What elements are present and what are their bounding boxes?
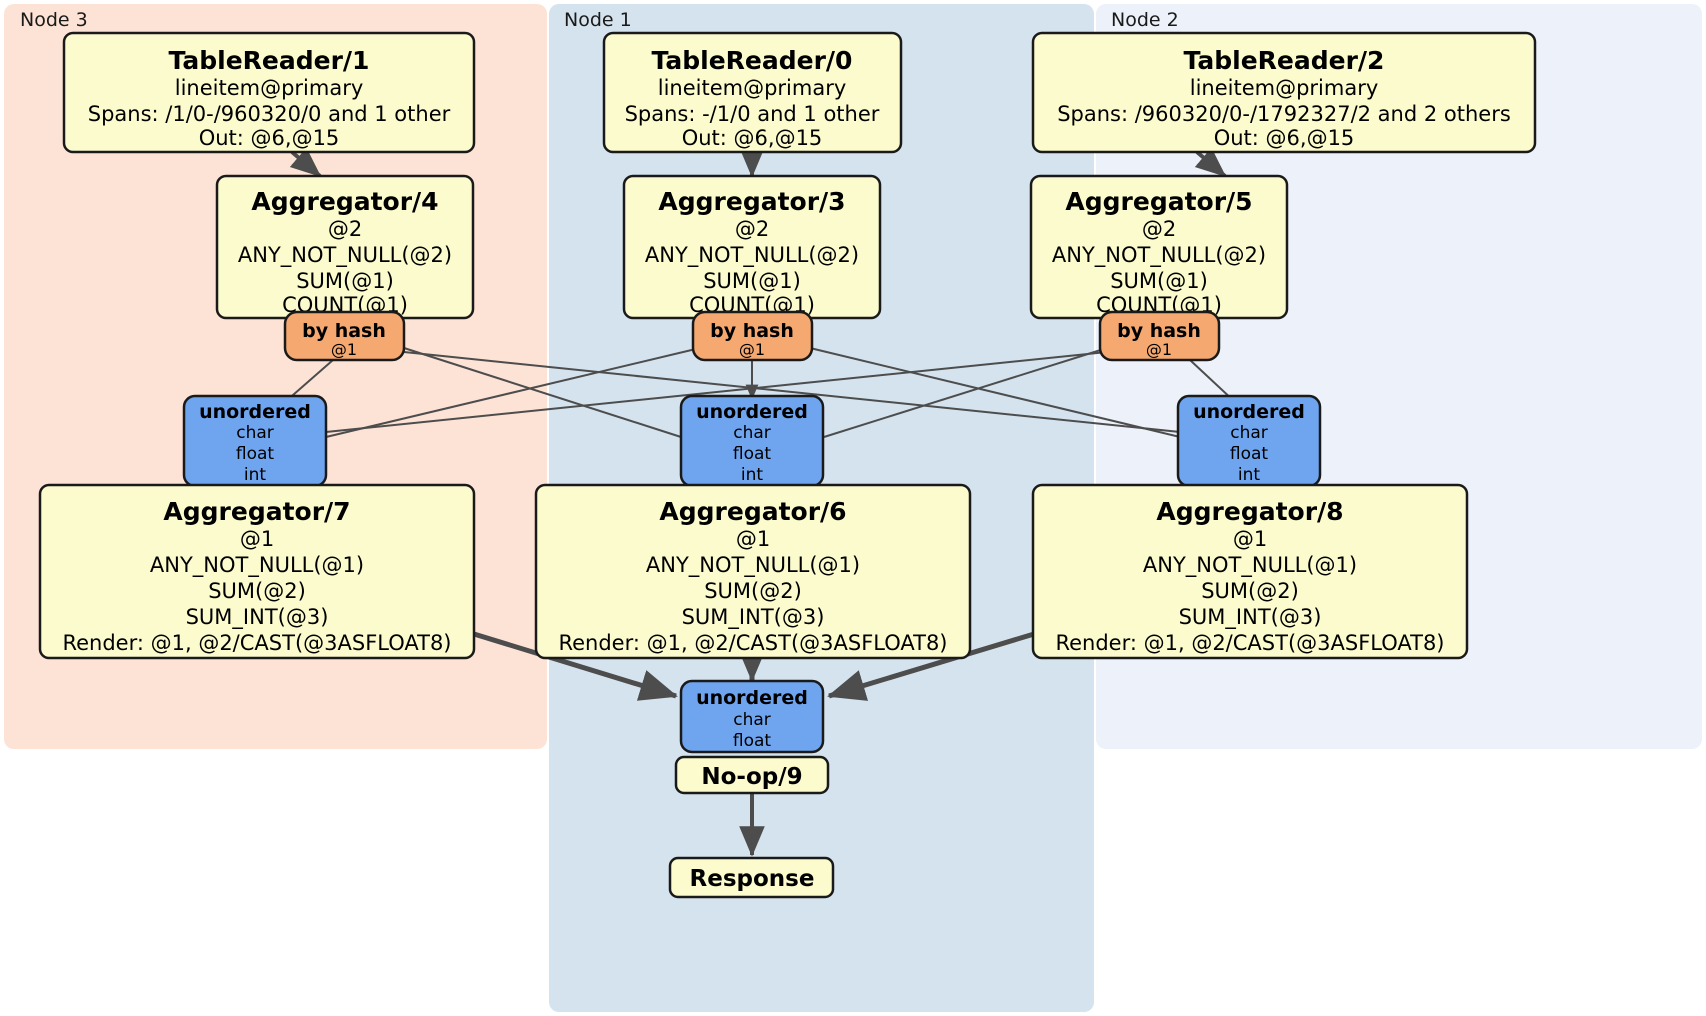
router-byhash-mid-title: by hash (710, 320, 794, 342)
processor-tablereader2-line-1: Spans: /960320/0-/1792327/2 and 2 others (1057, 102, 1511, 126)
synchronizer-unordered-left-line-0: char (236, 423, 274, 443)
edge-aggregator7-final (473, 631, 678, 701)
processor-aggregator7-line-2: SUM(@2) (208, 579, 306, 603)
processor-aggregator7-line-1: ANY_NOT_NULL(@1) (150, 553, 364, 578)
processor-aggregator6[interactable]: Aggregator/6 @1 ANY_NOT_NULL(@1) SUM(@2)… (534, 483, 972, 660)
processor-aggregator4-line-1: ANY_NOT_NULL(@2) (238, 243, 452, 268)
processor-aggregator6-title: Aggregator/6 (659, 497, 846, 526)
synchronizer-unordered-left[interactable]: unordered char float int (182, 394, 328, 488)
processor-tablereader0-title: TableReader/0 (652, 46, 853, 75)
synchronizer-unordered-left-line-2: int (244, 465, 266, 485)
router-byhash-mid[interactable]: by hash @1 (691, 310, 814, 362)
router-byhash-left-title: by hash (302, 320, 386, 342)
processor-tablereader2-line-0: lineitem@primary (1190, 76, 1379, 100)
processor-aggregator5[interactable]: Aggregator/5 @2 ANY_NOT_NULL(@2) SUM(@1)… (1029, 174, 1289, 320)
synchronizer-unordered-right-title: unordered (1193, 401, 1305, 423)
synchronizer-unordered-right-line-1: float (1230, 444, 1269, 464)
processor-tablereader1-line-1: Spans: /1/0-/960320/0 and 1 other (88, 102, 451, 126)
synchronizer-unordered-final-line-1: float (733, 731, 772, 751)
processor-tablereader0-line-2: Out: @6,@15 (682, 126, 823, 150)
processor-aggregator3-line-2: SUM(@1) (703, 269, 801, 293)
processor-aggregator5-line-2: SUM(@1) (1110, 269, 1208, 293)
router-byhash-left-line-0: @1 (331, 340, 357, 359)
processor-aggregator6-line-2: SUM(@2) (704, 579, 802, 603)
synchronizer-unordered-right[interactable]: unordered char float int (1176, 394, 1322, 488)
edge-tablereader1-aggregator4 (289, 147, 322, 178)
processor-tablereader2[interactable]: TableReader/2 lineitem@primary Spans: /9… (1031, 31, 1537, 154)
edge-tablereader2-aggregator5 (1194, 147, 1227, 178)
processor-aggregator5-line-0: @2 (1142, 217, 1176, 241)
processor-aggregator6-line-1: ANY_NOT_NULL(@1) (646, 553, 860, 578)
processor-tablereader0-line-0: lineitem@primary (658, 76, 847, 100)
router-byhash-right[interactable]: by hash @1 (1098, 310, 1221, 362)
processor-tablereader0[interactable]: TableReader/0 lineitem@primary Spans: -/… (602, 31, 903, 154)
processor-tablereader1[interactable]: TableReader/1 lineitem@primary Spans: /1… (62, 31, 476, 154)
region-node2-label: Node 2 (1111, 9, 1179, 31)
synchronizer-unordered-left-title: unordered (199, 401, 311, 423)
processor-aggregator6-line-3: SUM_INT(@3) (682, 605, 825, 630)
edge-hashright-unorderedleft (325, 351, 1108, 433)
synchronizer-unordered-final-title: unordered (696, 687, 808, 709)
processor-aggregator6-line-0: @1 (736, 527, 770, 551)
processor-aggregator4-title: Aggregator/4 (251, 187, 438, 216)
processor-aggregator3-line-0: @2 (735, 217, 769, 241)
edge-hashmid-unorderedleft (325, 347, 701, 438)
edge-hashleft-unorderedmid (403, 347, 682, 438)
processor-tablereader1-line-0: lineitem@primary (175, 76, 364, 100)
processor-aggregator8-line-4: Render: @1, @2/CAST(@3ASFLOAT8) (1055, 631, 1444, 655)
synchronizer-unordered-final-line-0: char (733, 710, 771, 730)
router-byhash-left[interactable]: by hash @1 (283, 310, 406, 362)
synchronizer-unordered-mid-title: unordered (696, 401, 808, 423)
processor-aggregator5-title: Aggregator/5 (1065, 187, 1252, 216)
processor-tablereader2-title: TableReader/2 (1184, 46, 1385, 75)
processor-aggregator7[interactable]: Aggregator/7 @1 ANY_NOT_NULL(@1) SUM(@2)… (38, 483, 476, 660)
processor-aggregator8-line-0: @1 (1233, 527, 1267, 551)
synchronizer-unordered-mid-line-1: float (733, 444, 772, 464)
synchronizer-unordered-mid-line-2: int (741, 465, 763, 485)
region-node1-label: Node 1 (564, 9, 632, 31)
processor-aggregator8-line-3: SUM_INT(@3) (1179, 605, 1322, 630)
processor-tablereader2-line-2: Out: @6,@15 (1214, 126, 1355, 150)
processor-noop9[interactable]: No-op/9 (674, 755, 830, 795)
processor-aggregator4-line-2: SUM(@1) (296, 269, 394, 293)
router-byhash-mid-line-0: @1 (739, 340, 765, 359)
region-node3-label: Node 3 (20, 9, 88, 31)
processor-aggregator3[interactable]: Aggregator/3 @2 ANY_NOT_NULL(@2) SUM(@1)… (622, 174, 882, 320)
processor-aggregator8-line-2: SUM(@2) (1201, 579, 1299, 603)
processor-aggregator3-line-1: ANY_NOT_NULL(@2) (645, 243, 859, 268)
processor-aggregator7-line-3: SUM_INT(@3) (186, 605, 329, 630)
processor-tablereader1-line-2: Out: @6,@15 (199, 126, 340, 150)
synchronizer-unordered-mid-line-0: char (733, 423, 771, 443)
edge-hashleft-unorderedright (403, 351, 1181, 433)
synchronizer-unordered-final[interactable]: unordered char float (679, 679, 825, 754)
router-byhash-right-title: by hash (1117, 320, 1201, 342)
processor-noop9-title: No-op/9 (701, 764, 802, 790)
processor-aggregator6-line-4: Render: @1, @2/CAST(@3ASFLOAT8) (558, 631, 947, 655)
synchronizer-unordered-left-line-1: float (236, 444, 275, 464)
processor-aggregator4-line-0: @2 (328, 217, 362, 241)
processor-aggregator5-line-1: ANY_NOT_NULL(@2) (1052, 243, 1266, 268)
edge-hashright-unorderedmid (823, 347, 1108, 438)
processor-aggregator7-line-0: @1 (240, 527, 274, 551)
processor-aggregator3-title: Aggregator/3 (658, 187, 845, 216)
processor-tablereader1-title: TableReader/1 (169, 46, 370, 75)
processor-aggregator7-title: Aggregator/7 (163, 497, 350, 526)
processor-aggregator8-title: Aggregator/8 (1156, 497, 1343, 526)
processor-response-title: Response (690, 866, 815, 892)
processor-response[interactable]: Response (668, 856, 835, 899)
processor-aggregator7-line-4: Render: @1, @2/CAST(@3ASFLOAT8) (62, 631, 451, 655)
edge-aggregator8-final (827, 631, 1035, 701)
processor-aggregator8-line-1: ANY_NOT_NULL(@1) (1143, 553, 1357, 578)
processor-tablereader0-line-1: Spans: -/1/0 and 1 other (625, 102, 880, 126)
edge-hashmid-unorderedright (809, 347, 1181, 438)
synchronizer-unordered-right-line-0: char (1230, 423, 1268, 443)
edge-group-aggregators-to-final (473, 631, 1035, 701)
router-byhash-right-line-0: @1 (1146, 340, 1172, 359)
processor-aggregator4[interactable]: Aggregator/4 @2 ANY_NOT_NULL(@2) SUM(@1)… (215, 174, 475, 320)
synchronizer-unordered-right-line-2: int (1238, 465, 1260, 485)
processor-aggregator8[interactable]: Aggregator/8 @1 ANY_NOT_NULL(@1) SUM(@2)… (1031, 483, 1469, 660)
synchronizer-unordered-mid[interactable]: unordered char float int (679, 394, 825, 488)
